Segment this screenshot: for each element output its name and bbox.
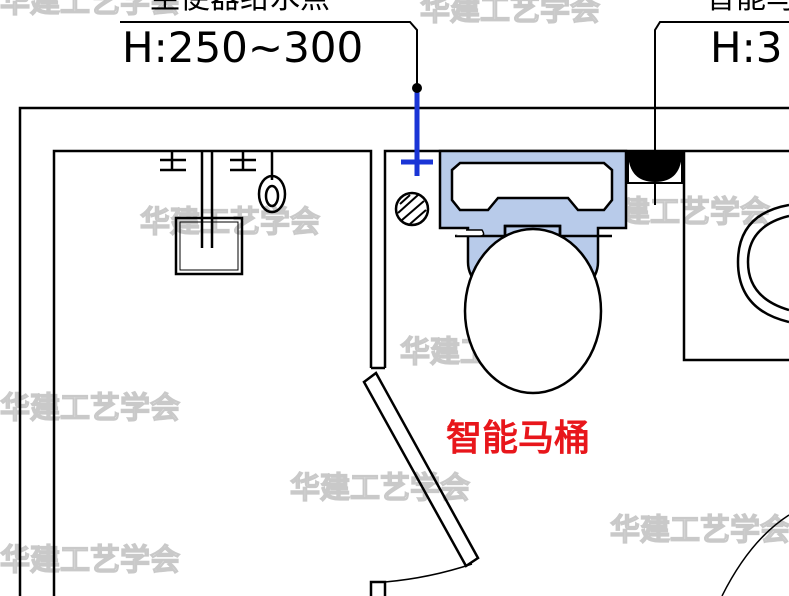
storage-box (174, 216, 244, 276)
basin-counter (682, 151, 789, 362)
drain-circle (394, 191, 430, 227)
hook-loop (257, 174, 287, 214)
right-heading: 智能马 (706, 0, 789, 16)
door-arc (384, 563, 473, 583)
basin-icon (682, 151, 789, 596)
right-height-label: H:3 (710, 23, 782, 72)
toilet-bowl-top (503, 224, 562, 236)
drain-hatch (409, 209, 427, 225)
basin-bowl (736, 203, 789, 324)
left-height-label: H:250~300 (122, 23, 363, 72)
partition-lower (369, 580, 387, 596)
leader-right (654, 21, 789, 158)
hook-loop-inner (264, 184, 280, 208)
basin-bowl-inner (746, 214, 789, 312)
leader-dot (412, 83, 422, 93)
watermark: 华建工艺学会 (610, 513, 789, 548)
door-swing-icon (362, 371, 480, 583)
socket-half-circle (628, 151, 682, 182)
storage-box-inner (179, 221, 239, 271)
toilet-label: 智能马桶 (446, 418, 590, 459)
drain-hatch (399, 194, 411, 205)
watermark: 华建工艺学会 (290, 471, 470, 506)
door-leaf (362, 371, 480, 568)
watermark: 华建工艺学会 (0, 391, 180, 426)
watermark-group: 华建工艺学会 华建工艺学会 华建工艺学会 华建工艺学会 华建工艺学会 华建工艺学… (0, 0, 789, 579)
watermark: 华建工艺学会 (0, 543, 180, 578)
toilet-bowl (463, 227, 603, 395)
outer-wall (18, 106, 789, 596)
leader-lines (120, 21, 789, 158)
hook-icon (257, 151, 287, 214)
toilet-tank-panel (450, 161, 614, 212)
leader-left (120, 21, 418, 88)
smart-toilet (438, 149, 628, 395)
shower-arc (721, 514, 789, 596)
toilet-side-slot (455, 229, 485, 237)
tap-icon (160, 151, 256, 172)
vertical-pipe-icon (200, 151, 214, 248)
water-supply-point-icon (401, 88, 433, 176)
drain-hatch (401, 200, 425, 221)
watermark: 华建工艺学会 (420, 0, 600, 28)
floor-drain-icon (394, 191, 430, 227)
watermark: 华建工艺学会 (0, 0, 180, 20)
left-heading: 坐便器给水点 (150, 0, 330, 16)
drain-hatch (397, 194, 419, 214)
